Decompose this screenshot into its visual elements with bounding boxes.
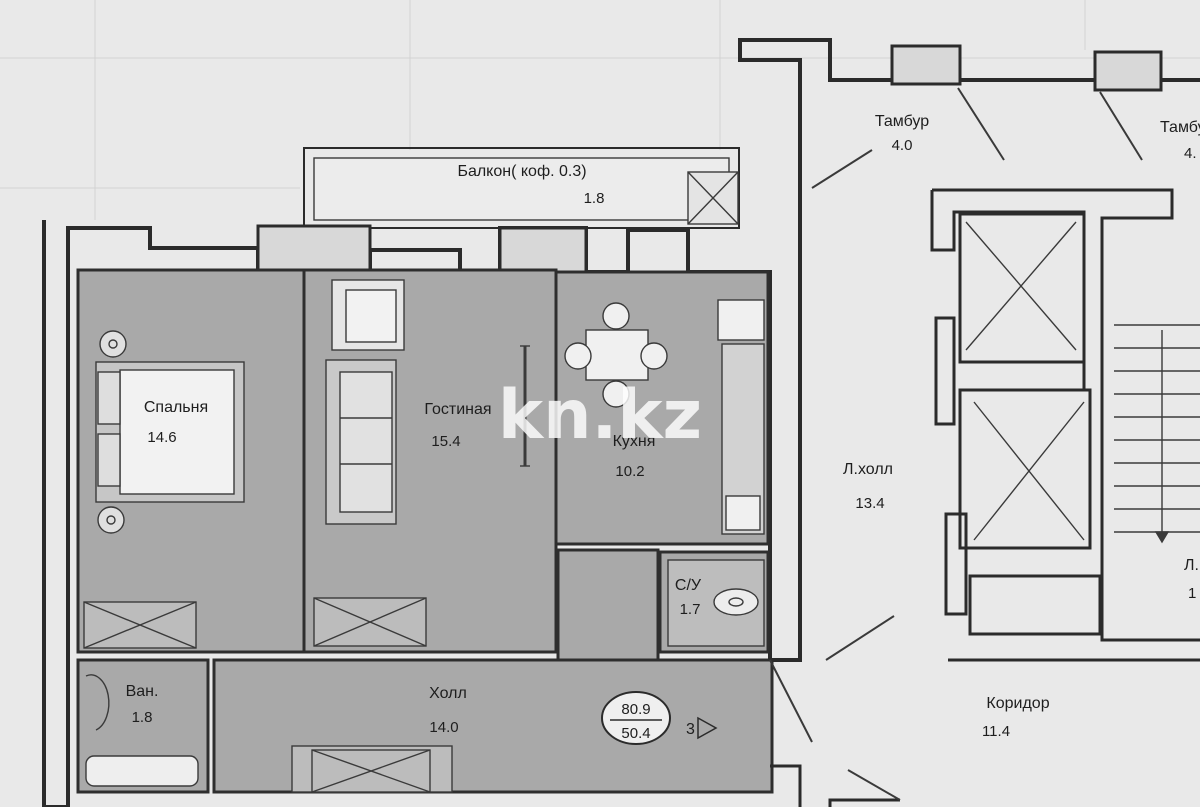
kitchen-counter-icon	[717, 299, 765, 535]
vestibule-label: Тамбур	[875, 113, 929, 130]
stairs	[1114, 324, 1200, 544]
grid-lines	[0, 0, 1200, 220]
shafts	[83, 597, 453, 793]
bed-icon	[95, 330, 245, 534]
site-watermark: kn.kz	[498, 376, 702, 455]
room-labels: Балкон( коф. 0.3) 1.8 Спальня 14.6 Гости…	[126, 113, 1200, 740]
bathroom-label: Ван.	[126, 683, 159, 700]
vestibule-doors	[811, 87, 1143, 801]
wc-label: С/У	[675, 577, 702, 594]
total-area-value: 80.9	[621, 701, 650, 718]
vestibule2-label: Тамбу	[1160, 119, 1200, 136]
lift-hall-structure	[930, 188, 1200, 662]
hall-niche	[556, 548, 660, 662]
vestibule2-area-value: 4.	[1184, 145, 1197, 162]
entrance-door	[769, 659, 900, 807]
toilet-icon	[667, 559, 765, 647]
apartment-area-badge: 80.9 50.4 3	[601, 691, 718, 745]
balcony-area: 1.8	[584, 190, 605, 207]
kitchen-area-value: 10.2	[615, 463, 644, 480]
living-label: Гостиная	[424, 401, 491, 418]
living-area-value: 15.4	[431, 433, 460, 450]
dining-table-icon	[564, 302, 668, 408]
hall-label: Холл	[429, 685, 467, 702]
balcony-label: Балкон( коф. 0.3)	[457, 163, 586, 180]
landing-area-value: 1	[1188, 585, 1196, 602]
outer-walls	[42, 38, 1200, 807]
bathtub-icon	[85, 674, 199, 787]
landing-label: Л.	[1184, 557, 1199, 574]
balcony-room	[303, 147, 740, 229]
lift-hall-area-value: 13.4	[855, 495, 884, 512]
bedroom-area-value: 14.6	[147, 429, 176, 446]
sofa-icon	[325, 279, 530, 525]
bathroom-area-value: 1.8	[132, 709, 153, 726]
kitchen-label: Кухня	[613, 433, 656, 450]
vestibule-area-value: 4.0	[892, 137, 913, 154]
lift-hall-label: Л.холл	[843, 461, 893, 478]
apartment-number: 3	[686, 721, 695, 738]
wc-area-value: 1.7	[680, 601, 701, 618]
corridor-label: Коридор	[986, 695, 1049, 712]
corridor-area-value: 11.4	[982, 723, 1010, 740]
living-area-value: 50.4	[621, 725, 650, 742]
bedroom-label: Спальня	[144, 399, 208, 416]
hall-area-value: 14.0	[429, 719, 458, 736]
